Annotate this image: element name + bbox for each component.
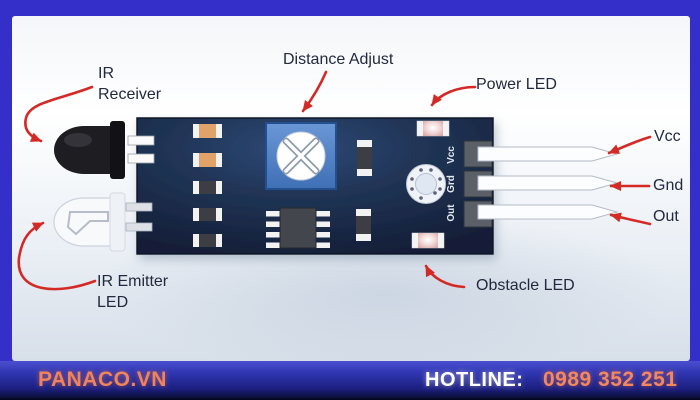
brand-text: PANACO.VN: [38, 368, 167, 391]
label-out: Out: [653, 208, 679, 225]
label-gnd: Gnd: [653, 177, 684, 194]
hotline-number: 0989 352 251: [543, 368, 678, 391]
label-power-led: Power LED: [476, 76, 557, 93]
label-obstacle-led: Obstacle LED: [476, 277, 575, 294]
label-ir-emitter: IR Emitter LED: [97, 273, 169, 311]
footer-bar: PANACO.VN HOTLINE: 0989 352 251: [0, 361, 700, 400]
label-distance-adjust: Distance Adjust: [283, 51, 394, 68]
label-vcc: Vcc: [654, 128, 681, 145]
hotline-label: HOTLINE:: [425, 369, 524, 391]
label-ir-receiver: IR Receiver: [98, 65, 162, 103]
